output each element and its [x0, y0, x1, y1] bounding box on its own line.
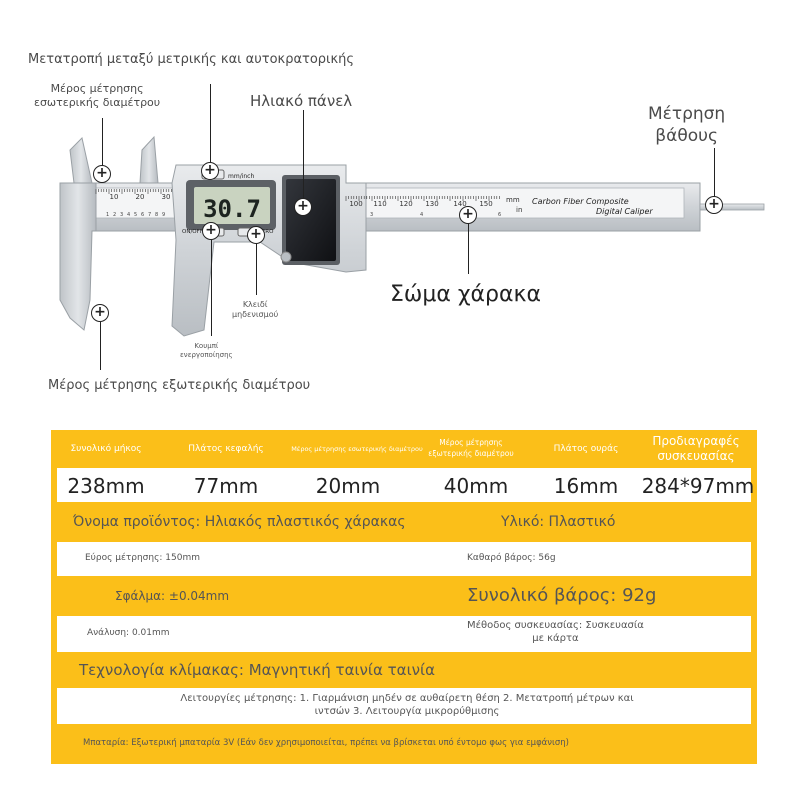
inch-label: 3 — [370, 212, 373, 218]
value-outer-jaw: 40mm — [443, 474, 509, 498]
inch-label: 4 — [420, 212, 423, 218]
measurement-functions: Λειτουργίες μέτρησης: 1. Γιαρμάνιση μηδέ… — [180, 693, 634, 717]
scale-unit-in: in — [516, 206, 522, 214]
scale-label: 30 — [162, 193, 171, 201]
value-package-spec: 284*97mm — [641, 474, 755, 498]
scale-label: 20 — [136, 193, 145, 201]
callout-power-button: Κουμπί ενεργοποίησης — [180, 342, 233, 359]
marker-inner-jaw: + — [93, 165, 111, 183]
marker-outer-jaw: + — [91, 304, 109, 322]
measurement-range: Εύρος μέτρησης: 150mm — [85, 553, 200, 563]
inch-label: 1 — [106, 212, 109, 218]
scale-label: 120 — [399, 200, 412, 208]
brand-line-1: Carbon Fiber Composite — [532, 197, 629, 206]
value-head-width: 77mm — [193, 474, 259, 498]
header-inner-jaw: Μέρος μέτρησης εσωτερικής διαμέτρου — [291, 445, 423, 453]
depth-rod — [699, 203, 765, 211]
marker-zero-key: + — [247, 226, 265, 244]
inch-label: 6 — [498, 212, 501, 218]
spec-header-row: Συνολικό μήκος Πλάτος κεφαλής Μέρος μέτρ… — [51, 430, 757, 468]
product-name: Όνομα προϊόντος: Ηλιακός πλαστικός χάρακ… — [73, 514, 406, 530]
scale-label: 140 — [453, 200, 466, 208]
marker-ruler-body: + — [459, 206, 477, 224]
inch-label: 4 — [127, 212, 130, 218]
callout-depth: Μέτρηση βάθους — [648, 104, 726, 146]
inch-label: 2 — [113, 212, 116, 218]
spec-row-battery: Μπαταρία: Εξωτερική μπαταρία 3V (Εάν δεν… — [51, 724, 757, 764]
value-tail-width: 16mm — [553, 474, 619, 498]
thumb-roller — [280, 251, 292, 263]
spec-row-error: Σφάλμα: ±0.04mm Συνολικό βάρος: 92g — [51, 576, 757, 616]
callout-inner-jaw: Μέρος μέτρησης εσωτερικής διαμέτρου — [34, 82, 161, 109]
resolution: Ανάλυση: 0.01mm — [87, 628, 170, 638]
scale-label: 10 — [110, 193, 119, 201]
solar-panel — [286, 179, 336, 261]
zero-label: ZERO — [258, 229, 274, 235]
inch-label: 5 — [134, 212, 137, 218]
spec-values-row: 238mm 77mm 20mm 40mm 16mm 284*97mm — [51, 468, 757, 502]
error: Σφάλμα: ±0.04mm — [115, 589, 230, 603]
marker-unit-toggle: + — [201, 162, 219, 180]
marker-power: + — [202, 222, 220, 240]
marker-solar-panel: + — [294, 198, 312, 216]
inch-label: 6 — [141, 212, 144, 218]
ruler-scale-ticks — [95, 189, 500, 201]
battery: Μπαταρία: Εξωτερική μπαταρία 3V (Εάν δεν… — [83, 738, 569, 748]
value-inner-jaw: 20mm — [315, 474, 381, 498]
value-total-length: 238mm — [67, 474, 145, 498]
spec-row-range: Εύρος μέτρησης: 150mm Καθαρό βάρος: 56g — [51, 542, 757, 576]
header-tail-width: Πλάτος ουράς — [553, 444, 619, 454]
scale-label: 130 — [425, 200, 438, 208]
inch-label: 7 — [148, 212, 151, 218]
total-weight: Συνολικό βάρος: 92g — [467, 585, 657, 606]
spec-row-functions: Λειτουργίες μέτρησης: 1. Γιαρμάνιση μηδέ… — [51, 688, 757, 724]
lcd-screen — [194, 187, 270, 224]
scale-technology: Τεχνολογία κλίμακας: Μαγνητική ταινία τα… — [79, 661, 435, 679]
spec-row-technology: Τεχνολογία κλίμακας: Μαγνητική ταινία τα… — [51, 652, 757, 688]
brand-line-2: Digital Caliper — [596, 207, 653, 216]
unit-toggle-label: mm/inch — [228, 173, 254, 180]
scale-unit-mm: mm — [506, 196, 520, 204]
spec-table: Συνολικό μήκος Πλάτος κεφαλής Μέρος μέτρ… — [51, 430, 757, 764]
callout-conversion: Μετατροπή μεταξύ μετρικής και αυτοκρατορ… — [28, 52, 354, 67]
header-package-spec: Προδιαγραφές συσκευασίας — [652, 434, 740, 463]
inch-label: 8 — [155, 212, 158, 218]
header-total-length: Συνολικό μήκος — [70, 444, 142, 454]
net-weight: Καθαρό βάρος: 56g — [467, 553, 556, 563]
on-off-label: ON/OFF — [182, 229, 203, 235]
callout-outer-jaw: Μέρος μέτρησης εξωτερικής διαμέτρου — [48, 378, 311, 393]
spec-row-name: Όνομα προϊόντος: Ηλιακός πλαστικός χάρακ… — [51, 502, 757, 542]
inch-label: 9 — [162, 212, 165, 218]
callout-solar-panel: Ηλιακό πάνελ — [250, 92, 353, 110]
scale-label: 110 — [373, 200, 386, 208]
header-head-width: Πλάτος κεφαλής — [188, 444, 264, 454]
caliper-illustration: 30.7 mm/inch ON/OFF ZERO 10 20 30 100 11… — [59, 135, 765, 337]
header-outer-jaw: Μέρος μέτρησης εξωτερικής διαμέτρου — [428, 438, 514, 458]
scale-label: 150 — [479, 200, 492, 208]
lcd-reading: 30.7 — [203, 195, 261, 223]
callout-zero-key: Κλειδί μηδενισμού — [232, 300, 279, 319]
packaging-method: Μέθοδος συσκευασίας: Συσκευασία με κάρτα — [467, 620, 644, 644]
material: Υλικό: Πλαστικό — [501, 514, 616, 530]
spec-row-resolution: Ανάλυση: 0.01mm Μέθοδος συσκευασίας: Συσ… — [51, 616, 757, 652]
callout-ruler-body: Σώμα χάρακα — [390, 282, 541, 307]
scale-label: 100 — [349, 200, 362, 208]
fixed-jaw — [59, 135, 159, 331]
sliding-head: 30.7 mm/inch ON/OFF ZERO — [171, 164, 367, 337]
inch-label: 3 — [120, 212, 123, 218]
marker-depth: + — [705, 196, 723, 214]
